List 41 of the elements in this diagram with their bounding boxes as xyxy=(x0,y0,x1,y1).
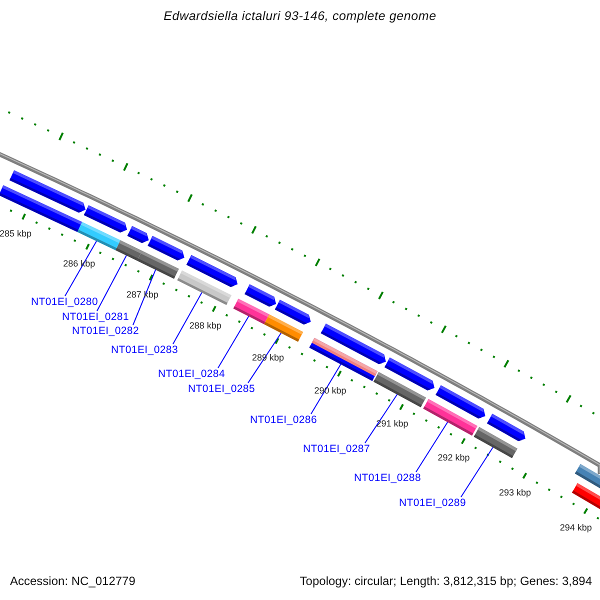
gene-label: NT01EI_0287 xyxy=(303,443,370,455)
gene-label: NT01EI_0285 xyxy=(188,383,255,395)
leader-line xyxy=(460,446,494,498)
gene-feature xyxy=(320,324,386,364)
genome-info-text: Topology: circular; Length: 3,812,315 bp; Genes: 3,894 xyxy=(300,574,592,589)
gene-bar xyxy=(574,464,600,488)
gene-label: NT01EI_0282 xyxy=(72,325,139,337)
gene-feature xyxy=(436,385,486,418)
gene-feature xyxy=(148,236,184,260)
scale-label: 288 kbp xyxy=(189,320,222,332)
gene-bar xyxy=(572,483,600,510)
gene-label: NT01EI_0288 xyxy=(354,472,421,484)
gene-feature xyxy=(10,170,86,213)
gene-feature xyxy=(244,284,276,307)
scale-label: 294 kbp xyxy=(560,522,592,534)
accession-text: Accession: NC_012779 xyxy=(10,574,136,589)
title: Edwardsiella ictaluri 93-146, complete genome xyxy=(162,9,438,23)
gene-label: NT01EI_0280 xyxy=(31,296,98,308)
gene-label: NT01EI_0283 xyxy=(111,344,178,356)
gene-label: NT01EI_0281 xyxy=(62,311,129,323)
gene-label: NT01EI_0284 xyxy=(158,368,225,380)
gene-label: NT01EI_0286 xyxy=(250,414,317,426)
scale-label: 293 kbp xyxy=(499,487,532,498)
leader-line xyxy=(364,394,398,444)
scale-label: 285 kbp xyxy=(0,228,32,240)
gene-feature xyxy=(186,255,238,287)
leader-line xyxy=(172,292,202,344)
leader-line xyxy=(218,316,250,368)
gene-label: NT01EI_0289 xyxy=(399,497,466,509)
leader-line xyxy=(64,240,97,296)
leader-line xyxy=(96,255,127,312)
leader-line xyxy=(416,422,448,472)
leader-line xyxy=(132,269,156,326)
gene-feature xyxy=(274,300,311,324)
gene-feature xyxy=(487,414,526,442)
scale-label: 292 kbp xyxy=(438,452,470,464)
gene-feature xyxy=(384,358,434,390)
gene-bar xyxy=(77,222,120,250)
gene-feature xyxy=(127,226,149,243)
leader-line xyxy=(248,332,282,384)
leader-line xyxy=(310,364,342,414)
